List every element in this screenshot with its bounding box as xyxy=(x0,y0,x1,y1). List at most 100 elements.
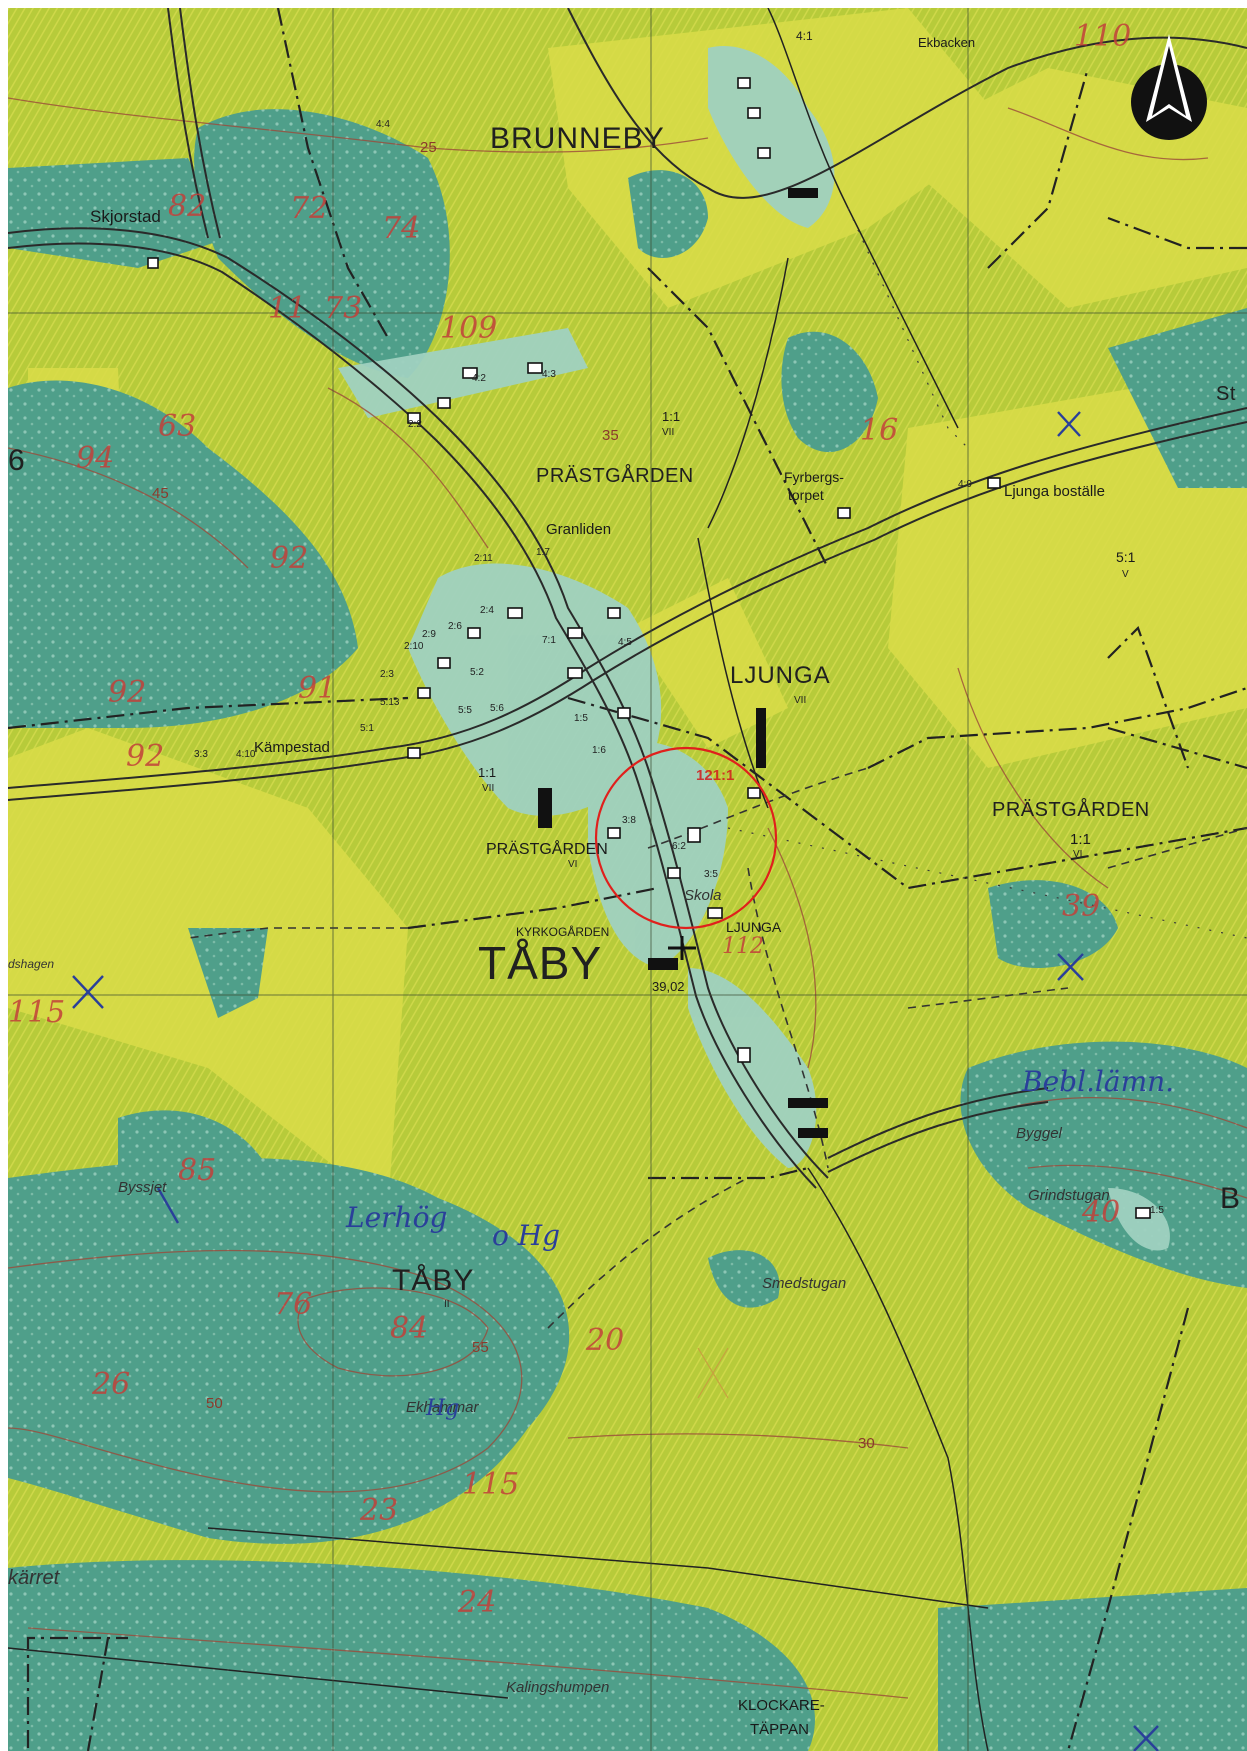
contour-number: 25 xyxy=(420,139,437,156)
contour-lines xyxy=(8,97,1247,1699)
pen-number: 40 xyxy=(1082,1195,1121,1230)
parcel-code: 1:1 xyxy=(662,409,681,424)
pen-number: 91 xyxy=(298,671,337,706)
pen-number: 92 xyxy=(108,675,147,710)
pen-number: 109 xyxy=(440,311,498,346)
parcel-code: 3:8 xyxy=(622,815,636,826)
label-klockaretappan-1: KLOCKARE- xyxy=(738,1697,825,1714)
contour-number: 50 xyxy=(206,1395,223,1412)
contour-number: 35 xyxy=(602,427,619,444)
pen-note: Bebl.lämn. xyxy=(1022,1065,1175,1098)
highlight-circle[interactable] xyxy=(594,746,778,930)
pen-number: 110 xyxy=(1074,19,1132,54)
parcel-code: 5:2 xyxy=(470,667,484,678)
label-skola: Skola xyxy=(684,887,722,904)
parcel-code: 6:2 xyxy=(672,841,686,852)
label-elevation: 39,02 xyxy=(652,979,685,994)
label-grindstugan: Grindstugan xyxy=(1028,1187,1110,1204)
parcel-code: 7:1 xyxy=(542,635,556,646)
label-hagen: dshagen xyxy=(8,957,55,971)
parcel-code: VII xyxy=(662,427,675,438)
label-prastgarden-east-sub2: VI xyxy=(1073,849,1083,860)
label-klockaretappan-2: TÄPPAN xyxy=(750,1721,809,1738)
parcel-code: 2:11 xyxy=(474,553,493,564)
label-kalingshumpen: Kalingshumpen xyxy=(506,1679,610,1696)
pen-note: o Hg xyxy=(492,1219,561,1252)
pen-note: Hg xyxy=(426,1396,460,1421)
label-kampestad: Kämpestad xyxy=(254,739,330,756)
parcel-code: 1:7 xyxy=(536,547,550,558)
pen-number: 73 xyxy=(324,291,363,326)
parcel-code: 4:9 xyxy=(958,479,972,490)
parcel-code: 1:5 xyxy=(574,713,588,724)
pen-number: 39 xyxy=(1062,889,1101,924)
label-prastgarden-east: PRÄSTGÅRDEN xyxy=(992,799,1150,821)
parcel-code: 2:4 xyxy=(480,605,494,616)
village-areas xyxy=(338,46,1170,1251)
parcel-code: 2:3 xyxy=(380,669,394,680)
edge-fragment: St xyxy=(1216,383,1236,405)
pen-number: 82 xyxy=(168,189,207,224)
blue-x-marks xyxy=(72,411,1159,1751)
pen-number: 72 xyxy=(290,191,329,226)
pen-number: 74 xyxy=(382,211,421,246)
parcel-code: VII xyxy=(482,783,495,794)
survey-point-icon xyxy=(697,1347,729,1399)
pen-number: 26 xyxy=(92,1367,131,1402)
pen-number: 115 xyxy=(462,1467,520,1502)
label-skjorstad: Skjorstad xyxy=(90,207,161,226)
parcel-code: 3:5 xyxy=(704,869,718,880)
map-frame[interactable]: BRUNNEBY LJUNGA VII PRÄSTGÅRDEN PRÄSTGÅR… xyxy=(8,8,1247,1751)
label-ekhammar: Ekhammar xyxy=(406,1399,479,1416)
parcel-code: 5:6 xyxy=(490,703,504,714)
pen-number: 92 xyxy=(126,739,165,774)
contour-number: 55 xyxy=(472,1339,489,1356)
parcel-code: 2:6 xyxy=(448,621,462,632)
grid-lines xyxy=(8,8,1247,1751)
label-fyrbergstorpet-1: Fyrbergs- xyxy=(784,469,844,485)
pen-number: 63 xyxy=(158,409,197,444)
map-canvas[interactable] xyxy=(8,8,1247,1751)
label-prastgarden-north: PRÄSTGÅRDEN xyxy=(536,465,694,487)
pen-number: 20 xyxy=(586,1323,625,1358)
label-prastgarden-east-sub: 1:1 xyxy=(1070,831,1091,848)
pen-number: 24 xyxy=(458,1585,497,1620)
label-taby-south: TÅBY xyxy=(392,1264,475,1297)
pen-number: 85 xyxy=(178,1153,217,1188)
parcel-code: 4:4 xyxy=(376,119,390,130)
pen-number: 112 xyxy=(722,934,764,959)
pen-number: 23 xyxy=(360,1493,399,1528)
pen-number: 76 xyxy=(274,1287,313,1322)
buildings xyxy=(147,77,1151,1219)
parcel-code: 2:9 xyxy=(422,629,436,640)
label-ljunga-sub: VII xyxy=(794,695,807,706)
parcel-code: 4:5 xyxy=(618,637,632,648)
parcel-code: 2:2 xyxy=(408,419,422,430)
forest-areas xyxy=(8,109,1247,1751)
parcel-code: V xyxy=(1122,569,1129,580)
contour-number: 45 xyxy=(152,485,169,502)
north-arrow-icon xyxy=(1131,34,1207,140)
parcel-code: 5:13 xyxy=(380,697,400,708)
label-taby-south-sub: II xyxy=(444,1299,450,1310)
label-granliden: Granliden xyxy=(546,521,612,538)
pen-number: 16 xyxy=(860,413,899,448)
power-line xyxy=(727,207,1247,939)
pen-red-box: 121:1 xyxy=(696,767,735,784)
building-blocks xyxy=(538,188,828,1138)
parcel-code: 4:2 xyxy=(472,373,486,384)
label-kyrkogarden: KYRKOGÅRDEN xyxy=(516,925,610,939)
edge-fragment: B xyxy=(1220,1182,1242,1215)
parcel-code: 1:5 xyxy=(1150,1205,1164,1216)
roads xyxy=(8,8,1247,1189)
pen-note: Lerhög xyxy=(346,1201,448,1234)
pen-number: 84 xyxy=(390,1311,429,1346)
parcel-code: 1:1 xyxy=(478,765,497,780)
parcel-code: 4:10 xyxy=(236,749,256,760)
parcel-code: 5:1 xyxy=(1116,549,1136,565)
parcel-code: 3:3 xyxy=(194,749,208,760)
label-ljunga-small: LJUNGA xyxy=(726,919,782,935)
parcel-code: 4:1 xyxy=(796,29,813,43)
label-prastgarden-center-sub: VI xyxy=(568,859,578,870)
pen-number: 11 xyxy=(268,291,307,326)
